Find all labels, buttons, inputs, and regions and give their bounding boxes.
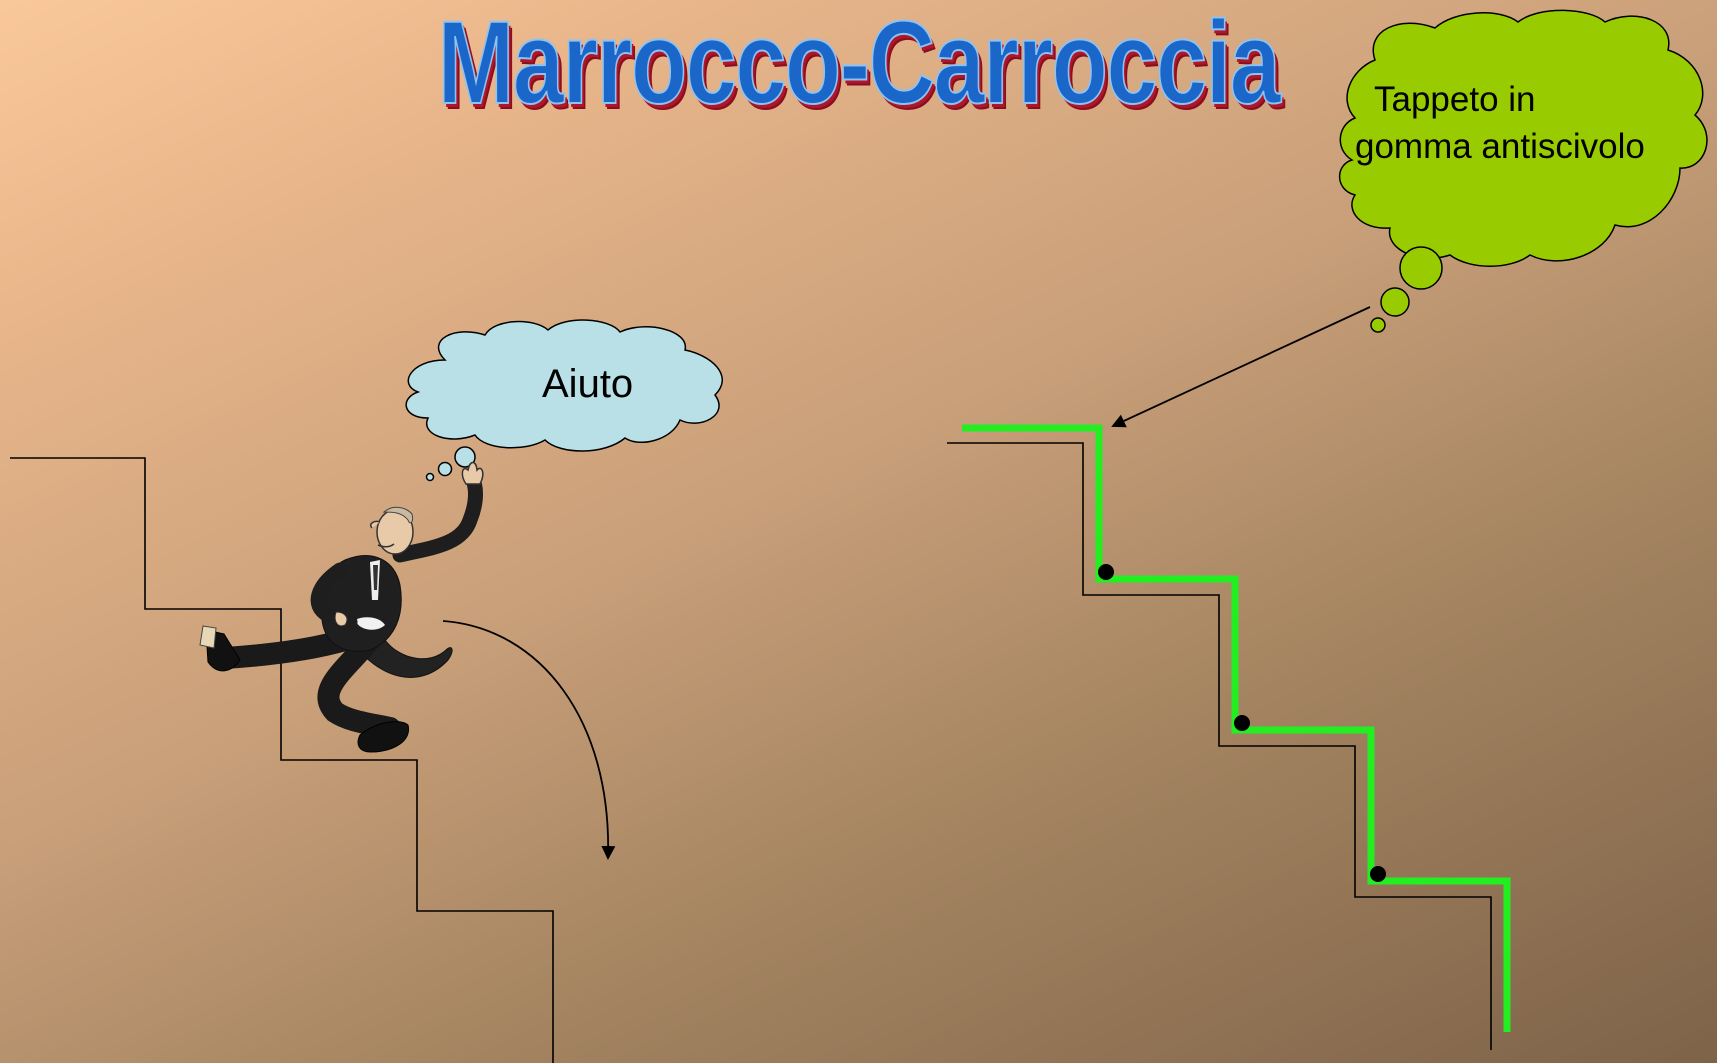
fixing-dot xyxy=(1098,564,1114,580)
fixing-dot xyxy=(1234,715,1250,731)
aiuto-thought-bubble xyxy=(405,319,723,482)
arrow-icon xyxy=(1111,306,1371,428)
tappeto-thought-bubble xyxy=(1338,9,1708,333)
left-staircase xyxy=(10,457,554,1063)
fixing-dot xyxy=(1370,866,1386,882)
title-text: Marrocco-Carroccia xyxy=(437,0,1282,129)
page-title: Marrocco-Carroccia xyxy=(0,0,1717,129)
tappeto-line-2: gomma antiscivolo xyxy=(1355,127,1645,166)
aiuto-text: Aiuto xyxy=(542,362,634,406)
right-staircase xyxy=(947,442,1492,1050)
tappeto-line-1: Tappeto in xyxy=(1374,80,1536,119)
tappeto-text: Tappeto in gomma antiscivolo xyxy=(1355,76,1694,170)
anti-slip-mat xyxy=(962,424,1511,1032)
falling-man-icon xyxy=(199,461,484,753)
curved-arrow-icon xyxy=(442,620,616,860)
